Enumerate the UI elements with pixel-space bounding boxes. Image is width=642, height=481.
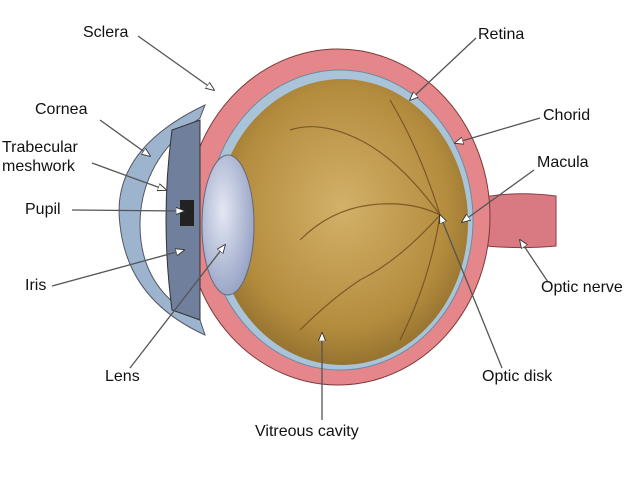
label-trabecular-1: Trabecular: [2, 139, 78, 156]
pupil-shape: [180, 200, 194, 226]
label-optic-disk: Optic disk: [482, 368, 553, 385]
label-iris: Iris: [25, 277, 47, 294]
optic-nerve-shape: [469, 193, 557, 249]
label-chorid: Chorid: [543, 107, 591, 124]
label-sclera: Sclera: [83, 24, 129, 41]
lens-shape: [201, 154, 255, 296]
label-vitreous-cavity: Vitreous cavity: [255, 423, 359, 440]
label-lens: Lens: [105, 368, 140, 385]
label-cornea: Cornea: [35, 101, 88, 118]
vessels: [289, 99, 441, 341]
label-trabecular-2: meshwork: [2, 158, 75, 175]
label-macula: Macula: [537, 154, 589, 171]
leader-lines: [51, 35, 549, 420]
cornea-shape: [118, 104, 206, 336]
vitreous-shape: [216, 79, 468, 365]
label-pupil: Pupil: [25, 201, 61, 218]
label-optic-nerve: Optic nerve: [541, 279, 623, 296]
label-retina: Retina: [478, 26, 525, 43]
